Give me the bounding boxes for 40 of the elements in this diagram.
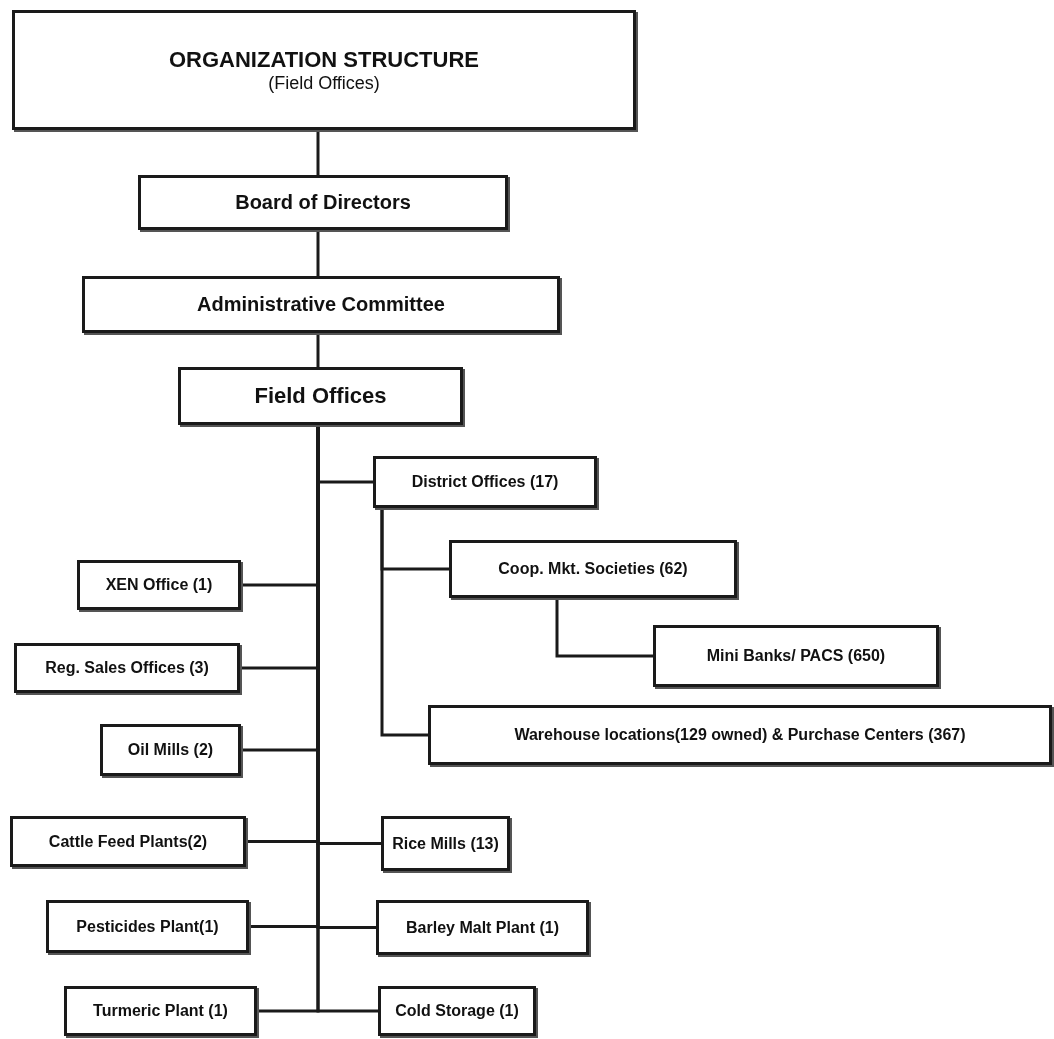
box-subtitle: (Field Offices) (268, 72, 380, 94)
org-box (378, 986, 536, 1036)
box-label: Cold Storage (1) (395, 1002, 519, 1020)
org-box (64, 986, 257, 1036)
box-label: Rice Mills (13) (392, 834, 499, 853)
org-box (138, 175, 508, 230)
box-label: Turmeric Plant (1) (93, 1002, 228, 1020)
org-box (10, 816, 246, 867)
org-box (100, 724, 241, 776)
org-box (14, 643, 240, 693)
box-label: Oil Mills (2) (127, 741, 214, 759)
title-box (12, 10, 636, 130)
box-label: Reg. Sales Offices (3) (45, 659, 209, 677)
org-box (376, 900, 589, 955)
org-box (428, 705, 1052, 765)
connector-line (316, 230, 320, 276)
box-label: District Offices (17) (411, 473, 559, 491)
connector-line (380, 508, 428, 737)
connector-line (555, 598, 653, 658)
box-label: Pesticides Plant(1) (76, 917, 219, 936)
org-box (77, 560, 241, 610)
box-label: Administrative Committee (197, 293, 445, 316)
org-box (381, 816, 510, 871)
box-label: ORGANIZATION STRUCTURE (169, 46, 479, 73)
org-box (178, 367, 463, 425)
org-box (46, 900, 249, 953)
org-box (373, 456, 597, 508)
box-label: Field Offices (254, 383, 387, 409)
box-label: Barley Malt Plant (1) (406, 918, 559, 937)
box-label: Board of Directors (235, 191, 411, 214)
box-label: XEN Office (1) (105, 576, 213, 594)
connector-line (316, 130, 320, 175)
box-label: Cattle Feed Plants(2) (48, 832, 208, 851)
box-label: Warehouse locations(129 owned) & Purchase Centers (367) (514, 726, 966, 744)
box-label: Coop. Mkt. Societies (62) (498, 560, 688, 578)
org-box (82, 276, 560, 333)
connector-line (316, 333, 320, 367)
org-box (449, 540, 737, 598)
box-label: Mini Banks/ PACS (650) (706, 647, 886, 665)
org-box (653, 625, 939, 687)
